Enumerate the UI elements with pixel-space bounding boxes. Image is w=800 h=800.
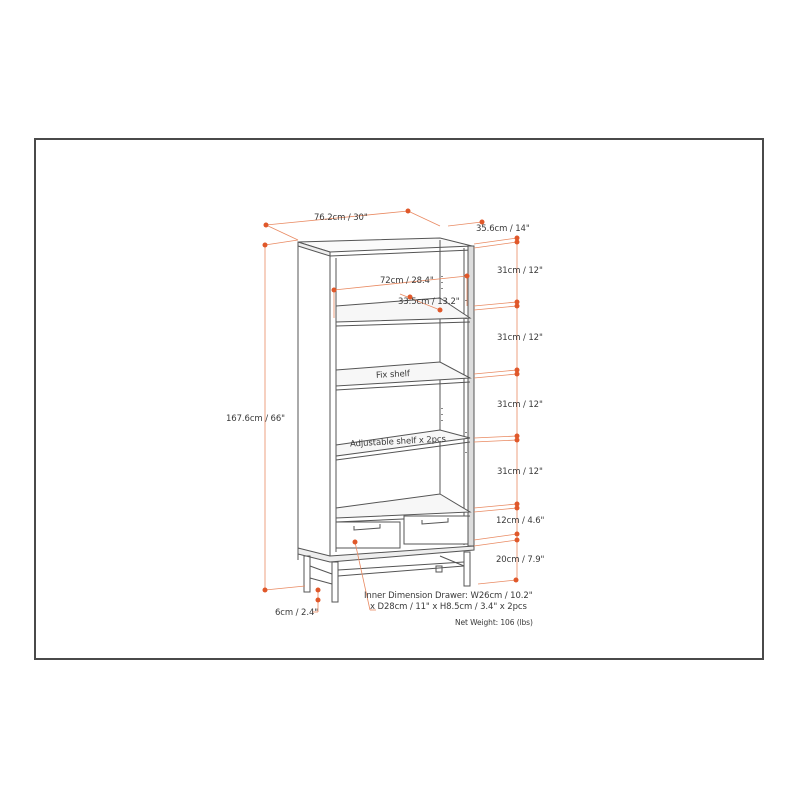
drawer-section-label: 12cm / 4.6" bbox=[496, 516, 545, 526]
leg-width-label: 6cm / 2.4" bbox=[275, 608, 319, 618]
diagram-frame bbox=[34, 138, 764, 660]
overall-depth-label: 35.6cm / 14" bbox=[476, 224, 530, 234]
fix-shelf-label: Fix shelf bbox=[375, 369, 411, 381]
shelf-spacing-3-label: 31cm / 12" bbox=[497, 400, 543, 410]
drawer-inner-dimension-line2: x D28cm / 11" x H8.5cm / 3.4" x 2pcs bbox=[370, 602, 527, 612]
drawer-inner-dimension-line1: Inner Dimension Drawer: W26cm / 10.2" bbox=[364, 591, 533, 601]
overall-height-label: 167.6cm / 66" bbox=[226, 414, 285, 424]
overall-width-label: 76.2cm / 30" bbox=[314, 213, 368, 223]
shelf-spacing-2-label: 31cm / 12" bbox=[497, 333, 543, 343]
inner-depth-label: 33.5cm / 13.2" bbox=[398, 297, 460, 307]
inner-width-label: 72cm / 28.4" bbox=[380, 276, 434, 286]
shelf-spacing-4-label: 31cm / 12" bbox=[497, 467, 543, 477]
base-height-label: 20cm / 7.9" bbox=[496, 555, 545, 565]
net-weight-label: Net Weight: 106 (lbs) bbox=[455, 618, 533, 627]
shelf-spacing-1-label: 31cm / 12" bbox=[497, 266, 543, 276]
